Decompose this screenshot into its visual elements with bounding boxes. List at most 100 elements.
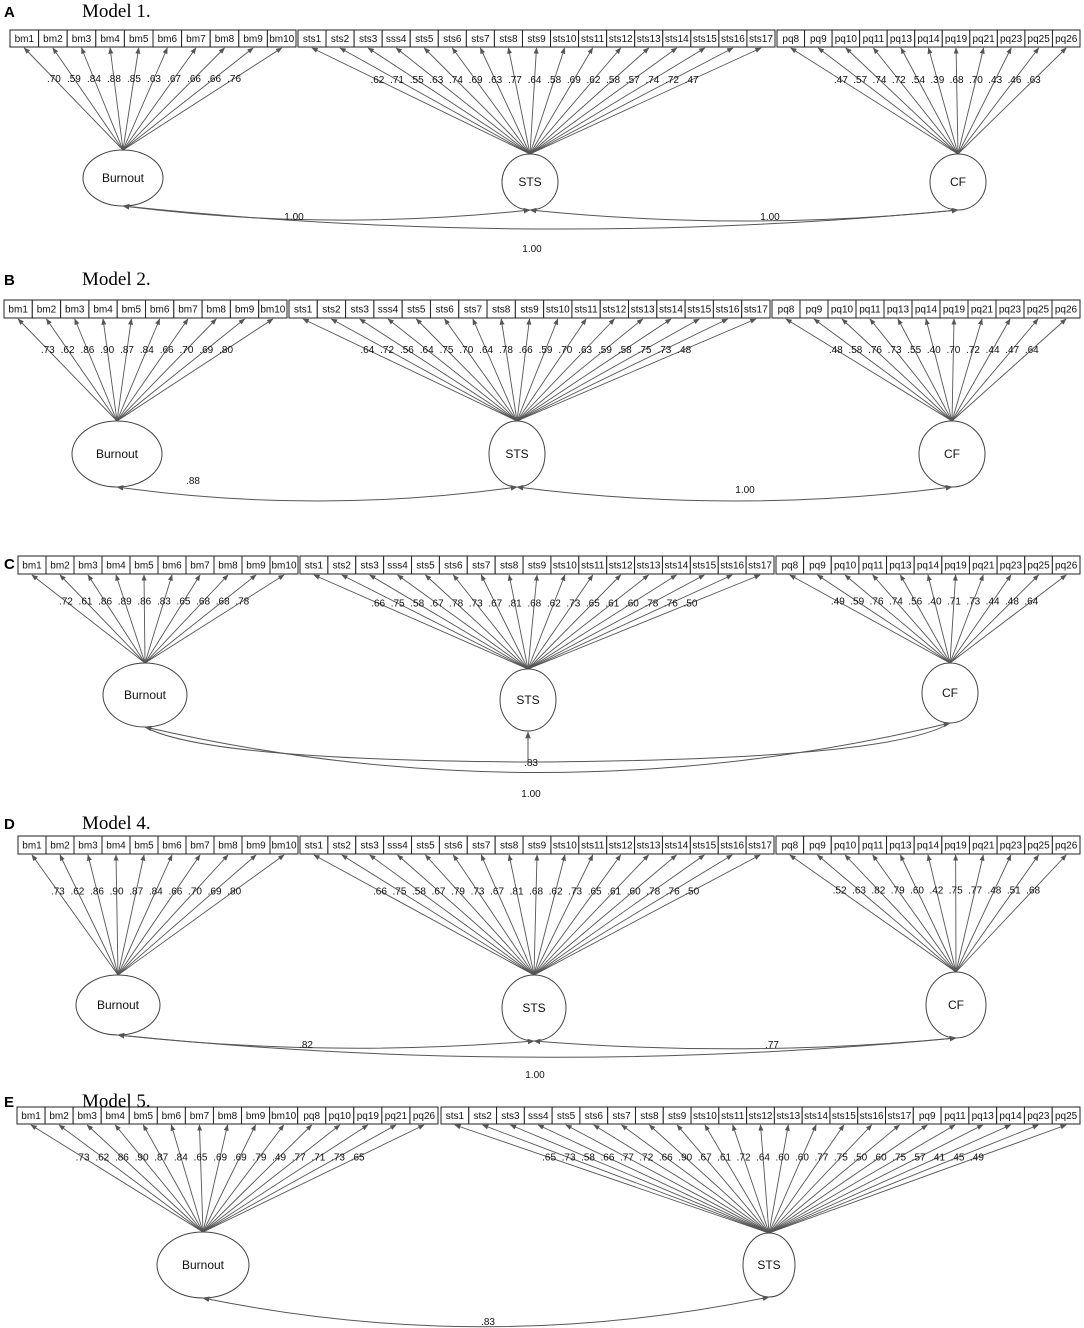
correlation-value: .83 [524, 758, 538, 769]
indicator-label: pq21 [385, 1111, 408, 1122]
indicator-label: sts6 [444, 561, 463, 572]
indicator-group: sts1.66sts2.75sts3.58sss4.67sts5.78sts6.… [299, 555, 775, 670]
indicator-box [1051, 835, 1081, 855]
loading-path [30, 1124, 204, 1233]
indicator-label: pq26 [1055, 561, 1078, 572]
loading-path [117, 854, 229, 976]
indicator-label: bm1 [8, 305, 28, 316]
indicator-label: bm4 [106, 1111, 126, 1122]
correlation-path [122, 204, 531, 221]
loading-value: .74 [449, 75, 463, 86]
correlation-value: .88 [186, 476, 200, 487]
indicator-label: sts14 [665, 34, 689, 45]
loading-value: .73 [76, 1152, 90, 1163]
loading-path [529, 47, 594, 155]
indicator-label: sts17 [748, 561, 772, 572]
indicator-label: bm1 [22, 561, 42, 572]
loading-path [768, 1124, 1012, 1234]
loading-path [46, 318, 118, 422]
loading-path [311, 47, 531, 155]
loading-value: .84 [87, 74, 101, 85]
indicator-label: bm2 [49, 1111, 69, 1122]
factor-label: Burnout [96, 447, 139, 461]
loading-value: .72 [892, 75, 906, 86]
indicator-label: pq8 [782, 34, 799, 45]
loading-path [529, 47, 566, 155]
correlation-value: 1.00 [284, 212, 304, 223]
loading-path [202, 1124, 285, 1233]
indicator-label: sts16 [720, 841, 744, 852]
loading-path [845, 47, 959, 155]
loading-path [202, 1124, 313, 1233]
indicator-label: sts15 [832, 1111, 856, 1122]
loading-value: .48 [829, 345, 843, 356]
indicator-label: bm7 [190, 561, 210, 572]
loading-value: .90 [135, 1152, 149, 1163]
loading-value: .60 [795, 1153, 809, 1164]
loading-path [444, 318, 518, 422]
indicator-label: pq9 [919, 1111, 936, 1122]
indicator-label: pq14 [917, 561, 940, 572]
indicator-label: pq14 [917, 34, 940, 45]
loading-value: .85 [127, 74, 141, 85]
loading-path [816, 574, 951, 664]
loading-value: .90 [678, 1153, 692, 1164]
loading-value: .57 [912, 1153, 926, 1164]
indicator-label: pq26 [413, 1111, 436, 1122]
indicator-label: pq13 [889, 561, 912, 572]
indicator-label: pq9 [806, 305, 823, 316]
indicator-label: pq14 [915, 305, 938, 316]
indicator-label: sts10 [693, 1111, 717, 1122]
loading-value: .72 [665, 75, 679, 86]
loading-path [472, 318, 518, 422]
loading-path [951, 318, 1011, 422]
loading-value: .68 [950, 75, 964, 86]
indicator-label: bm9 [235, 305, 255, 316]
indicator-label: sts11 [575, 305, 599, 316]
indicator-label: sts5 [557, 1111, 576, 1122]
loading-path [533, 854, 677, 976]
indicator-label: sts12 [749, 1111, 773, 1122]
indicator-label: sts12 [602, 305, 626, 316]
loading-value: .70 [459, 345, 473, 356]
indicator-label: pq23 [999, 305, 1022, 316]
loading-path [785, 318, 953, 422]
loading-value: .71 [311, 1152, 325, 1163]
indicator-label: pq9 [809, 561, 826, 572]
indicator-label: sts7 [472, 561, 491, 572]
loading-value: .71 [947, 597, 961, 608]
indicator-label: sts9 [528, 841, 547, 852]
loading-path [527, 574, 705, 670]
loading-value: .76 [868, 345, 882, 356]
indicator-label: bm6 [162, 841, 182, 852]
loading-path [482, 1124, 770, 1234]
loading-path [141, 574, 147, 664]
factor-label: Burnout [182, 1258, 225, 1272]
indicator-label: sts16 [721, 34, 745, 45]
loading-value: .86 [115, 1152, 129, 1163]
loading-value: .73 [331, 1152, 345, 1163]
loading-value: .65 [586, 599, 600, 610]
loading-value: .81 [508, 599, 522, 610]
loading-value: .77 [968, 885, 982, 896]
loading-path [480, 854, 535, 976]
panel-letter: D [4, 816, 15, 833]
indicator-label: pq25 [1028, 34, 1051, 45]
indicator-label: pq9 [810, 34, 827, 45]
loading-path [425, 854, 535, 976]
loading-path [116, 318, 134, 422]
loading-value: .62 [549, 886, 563, 897]
indicator-box [269, 835, 299, 855]
indicator-group: sts1.62sts2.71sts3.55sss4.63sts5.74sts6.… [297, 29, 776, 155]
loading-value: .52 [833, 885, 847, 896]
loading-value: .63 [578, 345, 592, 356]
loading-value: .69 [208, 886, 222, 897]
loading-path [951, 318, 983, 422]
loading-value: .46 [1008, 75, 1022, 86]
loading-value: .50 [685, 886, 699, 897]
loading-path [341, 574, 529, 670]
loading-value: .66 [187, 74, 201, 85]
loading-value: .69 [199, 345, 213, 356]
loading-value: .87 [154, 1152, 168, 1163]
